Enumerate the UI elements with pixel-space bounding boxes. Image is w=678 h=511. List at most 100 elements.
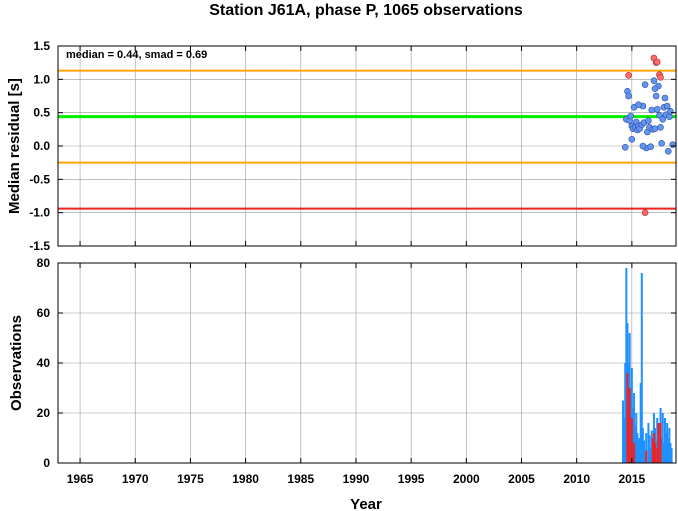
residual-point xyxy=(650,77,658,84)
residual-points xyxy=(621,54,676,216)
residual-point xyxy=(652,92,660,100)
residual-point xyxy=(667,108,674,115)
x-tick-label: 2000 xyxy=(453,472,480,486)
residual-y-label: Median residual [s] xyxy=(6,78,23,214)
observation-bar xyxy=(641,428,644,463)
observation-bar xyxy=(665,433,668,463)
residual-grid xyxy=(58,45,676,247)
residual-y-tick-label: -0.5 xyxy=(29,172,50,186)
residual-point xyxy=(663,102,671,110)
observations-y-tick-label: 60 xyxy=(37,306,51,320)
residual-point xyxy=(664,148,672,155)
outlier-observation-bar xyxy=(659,423,662,463)
residual-x-ticks xyxy=(79,46,633,246)
observations-bars xyxy=(622,268,673,463)
residual-point xyxy=(621,144,629,151)
x-tick-label: 2005 xyxy=(508,472,535,486)
outlier-observation-bar xyxy=(627,408,630,463)
residual-point xyxy=(653,106,661,113)
observation-bar xyxy=(642,440,645,463)
outlier-point xyxy=(657,74,664,81)
residual-y-tick-label: 1.0 xyxy=(33,72,50,86)
residual-point xyxy=(641,81,649,88)
observation-bar xyxy=(647,423,650,463)
observation-bar xyxy=(633,393,636,463)
observation-bar xyxy=(669,443,672,463)
observation-bar xyxy=(623,418,626,463)
residual-point xyxy=(658,140,665,147)
residual-y-ticks: 1.5 1.0 0.5 0.0 -0.5 -1.0 -1.5 xyxy=(29,39,676,253)
x-tick-label: 2010 xyxy=(563,472,590,486)
observations-y-tick-label: 40 xyxy=(37,356,51,370)
residual-point xyxy=(651,85,659,92)
observation-bar xyxy=(644,453,647,463)
observations-y-label: Observations xyxy=(8,315,25,411)
observation-bar xyxy=(661,413,664,463)
x-tick-label: 1970 xyxy=(122,472,149,486)
residual-y-tick-label: -1.5 xyxy=(29,239,50,253)
reference-lines xyxy=(58,69,676,210)
outlier-observation-bar xyxy=(630,418,633,463)
observation-bar xyxy=(640,273,643,463)
observation-bar xyxy=(648,435,651,463)
residual-panel: 1.51.00.50.0-0.5-1.0-1.5 median = 0.44, … xyxy=(6,39,677,253)
observation-bar xyxy=(645,433,648,463)
residual-y-tick-label: 0.0 xyxy=(33,139,50,153)
observations-y-tick-label: 20 xyxy=(37,406,51,420)
residual-point xyxy=(657,124,664,131)
observation-bar xyxy=(625,268,628,463)
residual-y-tick-label: 0.5 xyxy=(33,106,50,120)
outlier-observation-bar xyxy=(657,423,660,463)
residual-point xyxy=(651,125,659,132)
x-tick-label: 1975 xyxy=(177,472,204,486)
residual-point xyxy=(669,141,676,148)
residual-point xyxy=(628,136,636,143)
observation-bar xyxy=(629,388,632,463)
observation-bar xyxy=(668,428,671,463)
observation-bar xyxy=(631,408,634,463)
observation-bar xyxy=(634,425,637,463)
observation-bar xyxy=(630,368,633,463)
residual-point xyxy=(648,106,656,114)
residual-point xyxy=(627,112,635,120)
x-tick-label: 1985 xyxy=(287,472,314,486)
x-tick-label: 2015 xyxy=(619,472,646,486)
outlier-observation-bar xyxy=(626,373,629,463)
observation-bar xyxy=(650,430,653,463)
observation-bar xyxy=(658,423,661,463)
observation-bar xyxy=(637,440,640,463)
outlier-point xyxy=(653,58,661,66)
observations-y-ticks: 80 60 40 20 0 xyxy=(37,256,676,470)
observation-bar xyxy=(662,443,665,463)
residual-point xyxy=(647,143,654,150)
residual-y-tick-label: -1.0 xyxy=(29,206,50,220)
observation-bar xyxy=(622,400,625,463)
residual-point xyxy=(659,116,667,123)
residual-point xyxy=(635,101,642,108)
x-tick-label: 1990 xyxy=(343,472,370,486)
outlier-point xyxy=(625,72,632,79)
observation-bar xyxy=(624,363,627,463)
chart-title: Station J61A, phase P, 1065 observations xyxy=(209,2,523,19)
outlier-observation-bar xyxy=(652,433,655,463)
observations-y-tick-label: 0 xyxy=(43,456,50,470)
residual-point xyxy=(661,94,669,102)
observation-bar xyxy=(649,448,652,463)
observation-bar xyxy=(636,433,639,463)
outlier-observation-bar xyxy=(656,448,659,463)
observation-bar xyxy=(666,423,669,463)
observation-bar xyxy=(663,418,666,463)
outlier-point xyxy=(641,209,649,216)
outlier-observation-bar xyxy=(654,443,657,463)
x-tick-label: 1965 xyxy=(67,472,94,486)
observation-bar xyxy=(660,438,663,463)
observations-y-tick-label: 80 xyxy=(37,256,51,270)
observation-bar xyxy=(670,448,673,463)
x-tick-label: 1995 xyxy=(398,472,425,486)
residual-y-tick-label: 1.5 xyxy=(33,39,50,53)
residual-point xyxy=(666,113,673,120)
residual-point xyxy=(645,117,652,124)
observation-bar xyxy=(667,438,670,463)
